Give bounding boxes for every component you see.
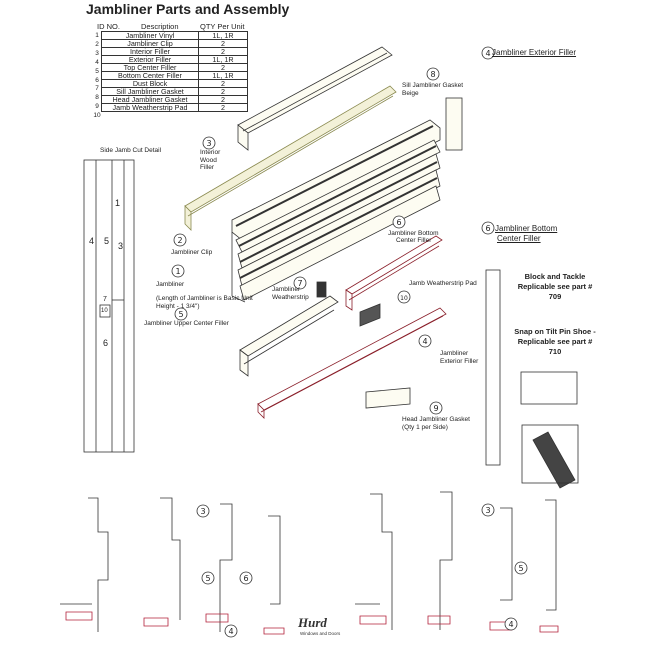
- label-upper-center-filler: Jambliner Upper Center Filler: [144, 320, 229, 327]
- label-exterior-filler-head: Jambliner Exterior Filler: [492, 48, 577, 57]
- callout-number: 3: [200, 507, 205, 516]
- side-number-3: 3: [118, 241, 124, 251]
- callout-circle: [514, 561, 528, 575]
- callout-number: 7: [297, 279, 302, 288]
- label-interior-wood-filler: Interior Wood Filler: [200, 149, 221, 171]
- callout-number: 5: [518, 564, 523, 573]
- callout-circle: [224, 624, 238, 638]
- side-number-1: 1: [115, 198, 121, 208]
- side-number-6: 6: [103, 338, 109, 348]
- callout-number: 6: [243, 574, 248, 583]
- exterior-filler-lower-part: [257, 307, 447, 419]
- exterior-filler-top-part: [237, 46, 393, 151]
- callout-circle: [429, 401, 443, 415]
- bottom-center-filler-part: [345, 235, 443, 311]
- note-tilt-pin: Snap on Tilt Pin Shoe - Replicable see p…: [514, 327, 596, 356]
- cross-sections: [60, 491, 557, 632]
- part-id-badge: 1: [95, 32, 99, 39]
- part-id-badge: 8: [95, 94, 99, 102]
- callout-circle: [201, 571, 215, 585]
- callout-circle: [239, 571, 253, 585]
- label-bottom-center-filler-head-b: Center Filler: [497, 234, 541, 243]
- callout-number: 4: [508, 620, 513, 629]
- callout-circle: [171, 264, 185, 278]
- label-bottom-center-filler-a: Jambliner Bottom: [388, 230, 439, 237]
- callout-number: 10: [400, 295, 408, 302]
- side-number-10: 10: [101, 308, 108, 314]
- callout-circle: [504, 617, 518, 631]
- callout-number: 6: [396, 218, 401, 227]
- weatherstrip-pad-part: [359, 303, 381, 327]
- col-header-qty: QTY Per Unit: [200, 22, 245, 31]
- callout-number: 3: [206, 139, 211, 148]
- page-title: Jambliner Parts and Assembly: [86, 1, 290, 17]
- head-gasket-part: [365, 387, 411, 409]
- label-bottom-center-filler-b: Center Filler: [396, 237, 432, 244]
- callout-circle: [196, 504, 210, 518]
- col-header-description: Description: [141, 22, 179, 31]
- label-exterior-filler: Jambliner Exterior Filler: [440, 350, 479, 365]
- callout-circle: [202, 136, 216, 150]
- part-id-badge: 2: [95, 40, 99, 48]
- callout-number: 5: [205, 574, 210, 583]
- callout-circle: [418, 334, 432, 348]
- callout-number: 1: [175, 267, 180, 276]
- callout-circle: [293, 276, 307, 290]
- part-id-badge: 6: [95, 76, 99, 84]
- label-side-jamb: Side Jamb Cut Detail: [100, 147, 162, 154]
- label-clip: Jambliner Clip: [171, 249, 213, 256]
- callout-number: 2: [177, 236, 182, 245]
- callout-circle: [173, 233, 187, 247]
- brand-logo: Hurd: [298, 615, 327, 630]
- callout-number: 8: [430, 70, 435, 79]
- part-id-badge: 9: [95, 103, 99, 111]
- callout-circle: [426, 67, 440, 81]
- callout-number: 4: [422, 337, 427, 346]
- part-id-badge: 5: [95, 67, 99, 75]
- side-jamb-detail: [83, 159, 135, 453]
- callout-number: 6: [485, 224, 490, 233]
- part-id-badge: 4: [95, 58, 99, 66]
- dust-block-part: [316, 281, 327, 298]
- label-sill-gasket: Sill Jambliner Gasket Beige: [402, 82, 464, 97]
- callout-number: 4: [485, 49, 490, 58]
- label-weatherstrip-pad: Jamb Weatherstrip Pad: [409, 280, 477, 287]
- callout-circle: [174, 307, 188, 321]
- part-id-badge: 7: [95, 85, 99, 93]
- side-number-4: 4: [89, 236, 95, 246]
- side-number-7: 7: [103, 296, 107, 303]
- block-tackle-detail: [485, 269, 579, 489]
- upper-center-filler-part: [239, 295, 339, 377]
- label-weatherstrip: Jambliner Weatherstrip: [272, 286, 309, 301]
- label-length-note: (Length of Jambliner is Basic Unit Heigh…: [156, 295, 253, 310]
- callout-number: 9: [433, 404, 438, 413]
- callout-circle: [397, 290, 411, 304]
- brand-tagline: Windows and Doors: [300, 631, 341, 636]
- callout-circle: [481, 46, 495, 60]
- part-id-badge: 3: [95, 49, 99, 57]
- callout-circle: [392, 215, 406, 229]
- label-bottom-center-filler-head-a: Jambliner Bottom: [495, 224, 558, 233]
- callout-number: 4: [228, 627, 233, 636]
- col-header-id: ID NO.: [97, 22, 120, 31]
- callout-number: 5: [178, 310, 183, 319]
- label-jambliner: Jambliner: [156, 281, 185, 288]
- interior-wood-filler-part: [184, 85, 397, 231]
- callout-circle: [481, 503, 495, 517]
- side-number-5: 5: [104, 236, 110, 246]
- sill-gasket-part: [445, 97, 463, 151]
- callout-circle: [481, 221, 495, 235]
- label-head-gasket: Head Jambliner Gasket (Qty 1 per Side): [402, 416, 470, 431]
- part-id-badge: 10: [93, 112, 101, 120]
- callout-number: 3: [485, 506, 490, 515]
- jambliner-part: [231, 119, 441, 303]
- part-qty: 2: [198, 103, 248, 112]
- note-block-tackle: Block and Tackle Replicable see part # 7…: [517, 272, 593, 301]
